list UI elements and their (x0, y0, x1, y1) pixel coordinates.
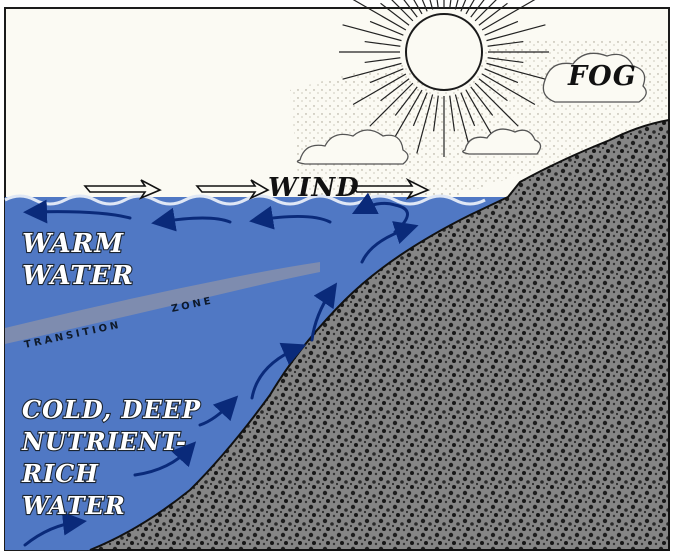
sun-disc (405, 13, 483, 91)
wind-arrow-icon (83, 177, 430, 200)
current-arrow-icon (23, 221, 419, 547)
fog-label: FOG (567, 61, 637, 92)
transition-zone-band (5, 262, 320, 344)
cold-water-label: WATER (22, 491, 126, 520)
sun-icon (339, 0, 549, 157)
cold-water-label: COLD, DEEP (22, 395, 201, 424)
wind-label: WIND (268, 173, 360, 203)
wave-surface (4, 194, 486, 206)
coastal-land (89, 118, 670, 551)
ocean (5, 197, 508, 550)
cloud-icon (296, 52, 647, 165)
warm-water-label: WATER (22, 261, 134, 291)
cold-water-label: RICH (21, 459, 99, 488)
cold-water-label: NUTRIENT- (21, 427, 187, 456)
current-arrow-icon (23, 192, 409, 234)
warm-water-label: WARM (22, 229, 124, 259)
